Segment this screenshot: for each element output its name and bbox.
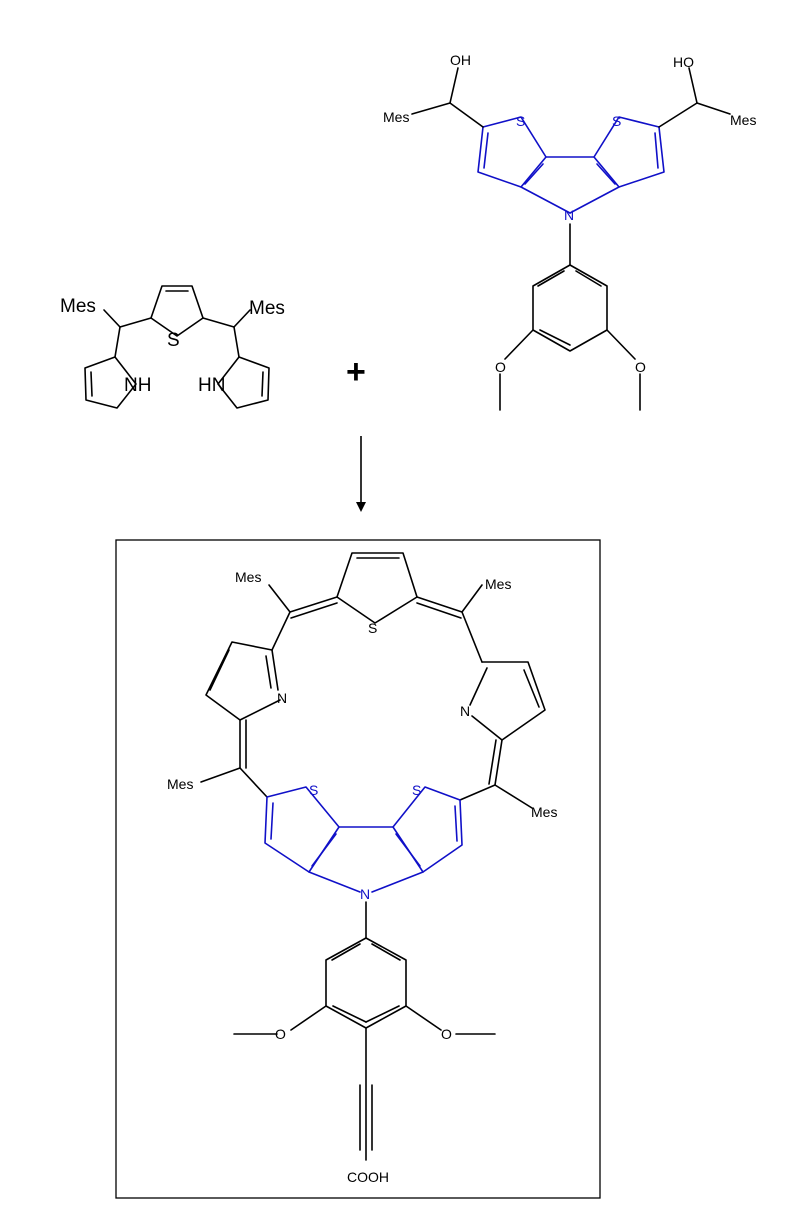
reactant-2-o-right-label: O: [635, 359, 646, 375]
product-o-left-label: O: [275, 1026, 286, 1042]
reactant-2-oh-left-label: OH: [450, 52, 471, 68]
reactant-1-bonds: [84, 285, 270, 409]
product-n-bottom-label: N: [360, 886, 370, 902]
reaction-arrow: [356, 436, 366, 512]
product-frame: [115, 539, 601, 1199]
reactant-2-nitrogen-label: N: [564, 207, 574, 223]
reactant-2-dithienopyrrole-diol: OH HO Mes Mes S S N O O: [383, 52, 756, 411]
product-s-top-label: S: [368, 620, 377, 636]
reactant-2-o-left-label: O: [495, 359, 506, 375]
reactant-2-oh-right-label: HO: [673, 54, 694, 70]
reactant-1-tripyrrane: Mes Mes S NH HN: [60, 285, 285, 409]
product-macrocycle-bonds: [200, 552, 546, 809]
product-macrocycle: Mes Mes S N N Mes Mes S S N O O COOH: [167, 552, 557, 1185]
reactant-2-mes-left-label: Mes: [383, 109, 409, 125]
product-mes-top-left-label: Mes: [235, 569, 261, 585]
reactant-2-core-bonds: [477, 116, 665, 214]
reactant-1-mes-right-label: Mes: [249, 298, 285, 319]
reactant-1-nh-left-label: NH: [124, 375, 151, 396]
reactant-2-substituent-bonds: [411, 67, 731, 411]
reactant-2-s-left-label: S: [516, 113, 525, 129]
reactant-1-sulfur-label: S: [167, 330, 180, 351]
product-cooh-label: COOH: [347, 1169, 389, 1185]
reactant-2-mes-right-label: Mes: [730, 112, 756, 128]
product-dithienopyrrole-bonds: [264, 786, 463, 893]
reactant-1-nh-right-label: HN: [198, 375, 225, 396]
reactant-2-s-right-label: S: [612, 113, 621, 129]
product-s-right-label: S: [412, 782, 421, 798]
product-mes-mid-right-label: Mes: [531, 804, 557, 820]
product-mes-mid-left-label: Mes: [167, 776, 193, 792]
product-aryl-bonds: [233, 901, 496, 1161]
product-o-right-label: O: [441, 1026, 452, 1042]
product-mes-top-right-label: Mes: [485, 576, 511, 592]
product-n-left-label: N: [277, 690, 287, 706]
reactant-1-mes-left-label: Mes: [60, 296, 96, 317]
product-s-left-label: S: [309, 782, 318, 798]
product-n-right-label: N: [460, 703, 470, 719]
plus-operator: +: [346, 353, 366, 391]
